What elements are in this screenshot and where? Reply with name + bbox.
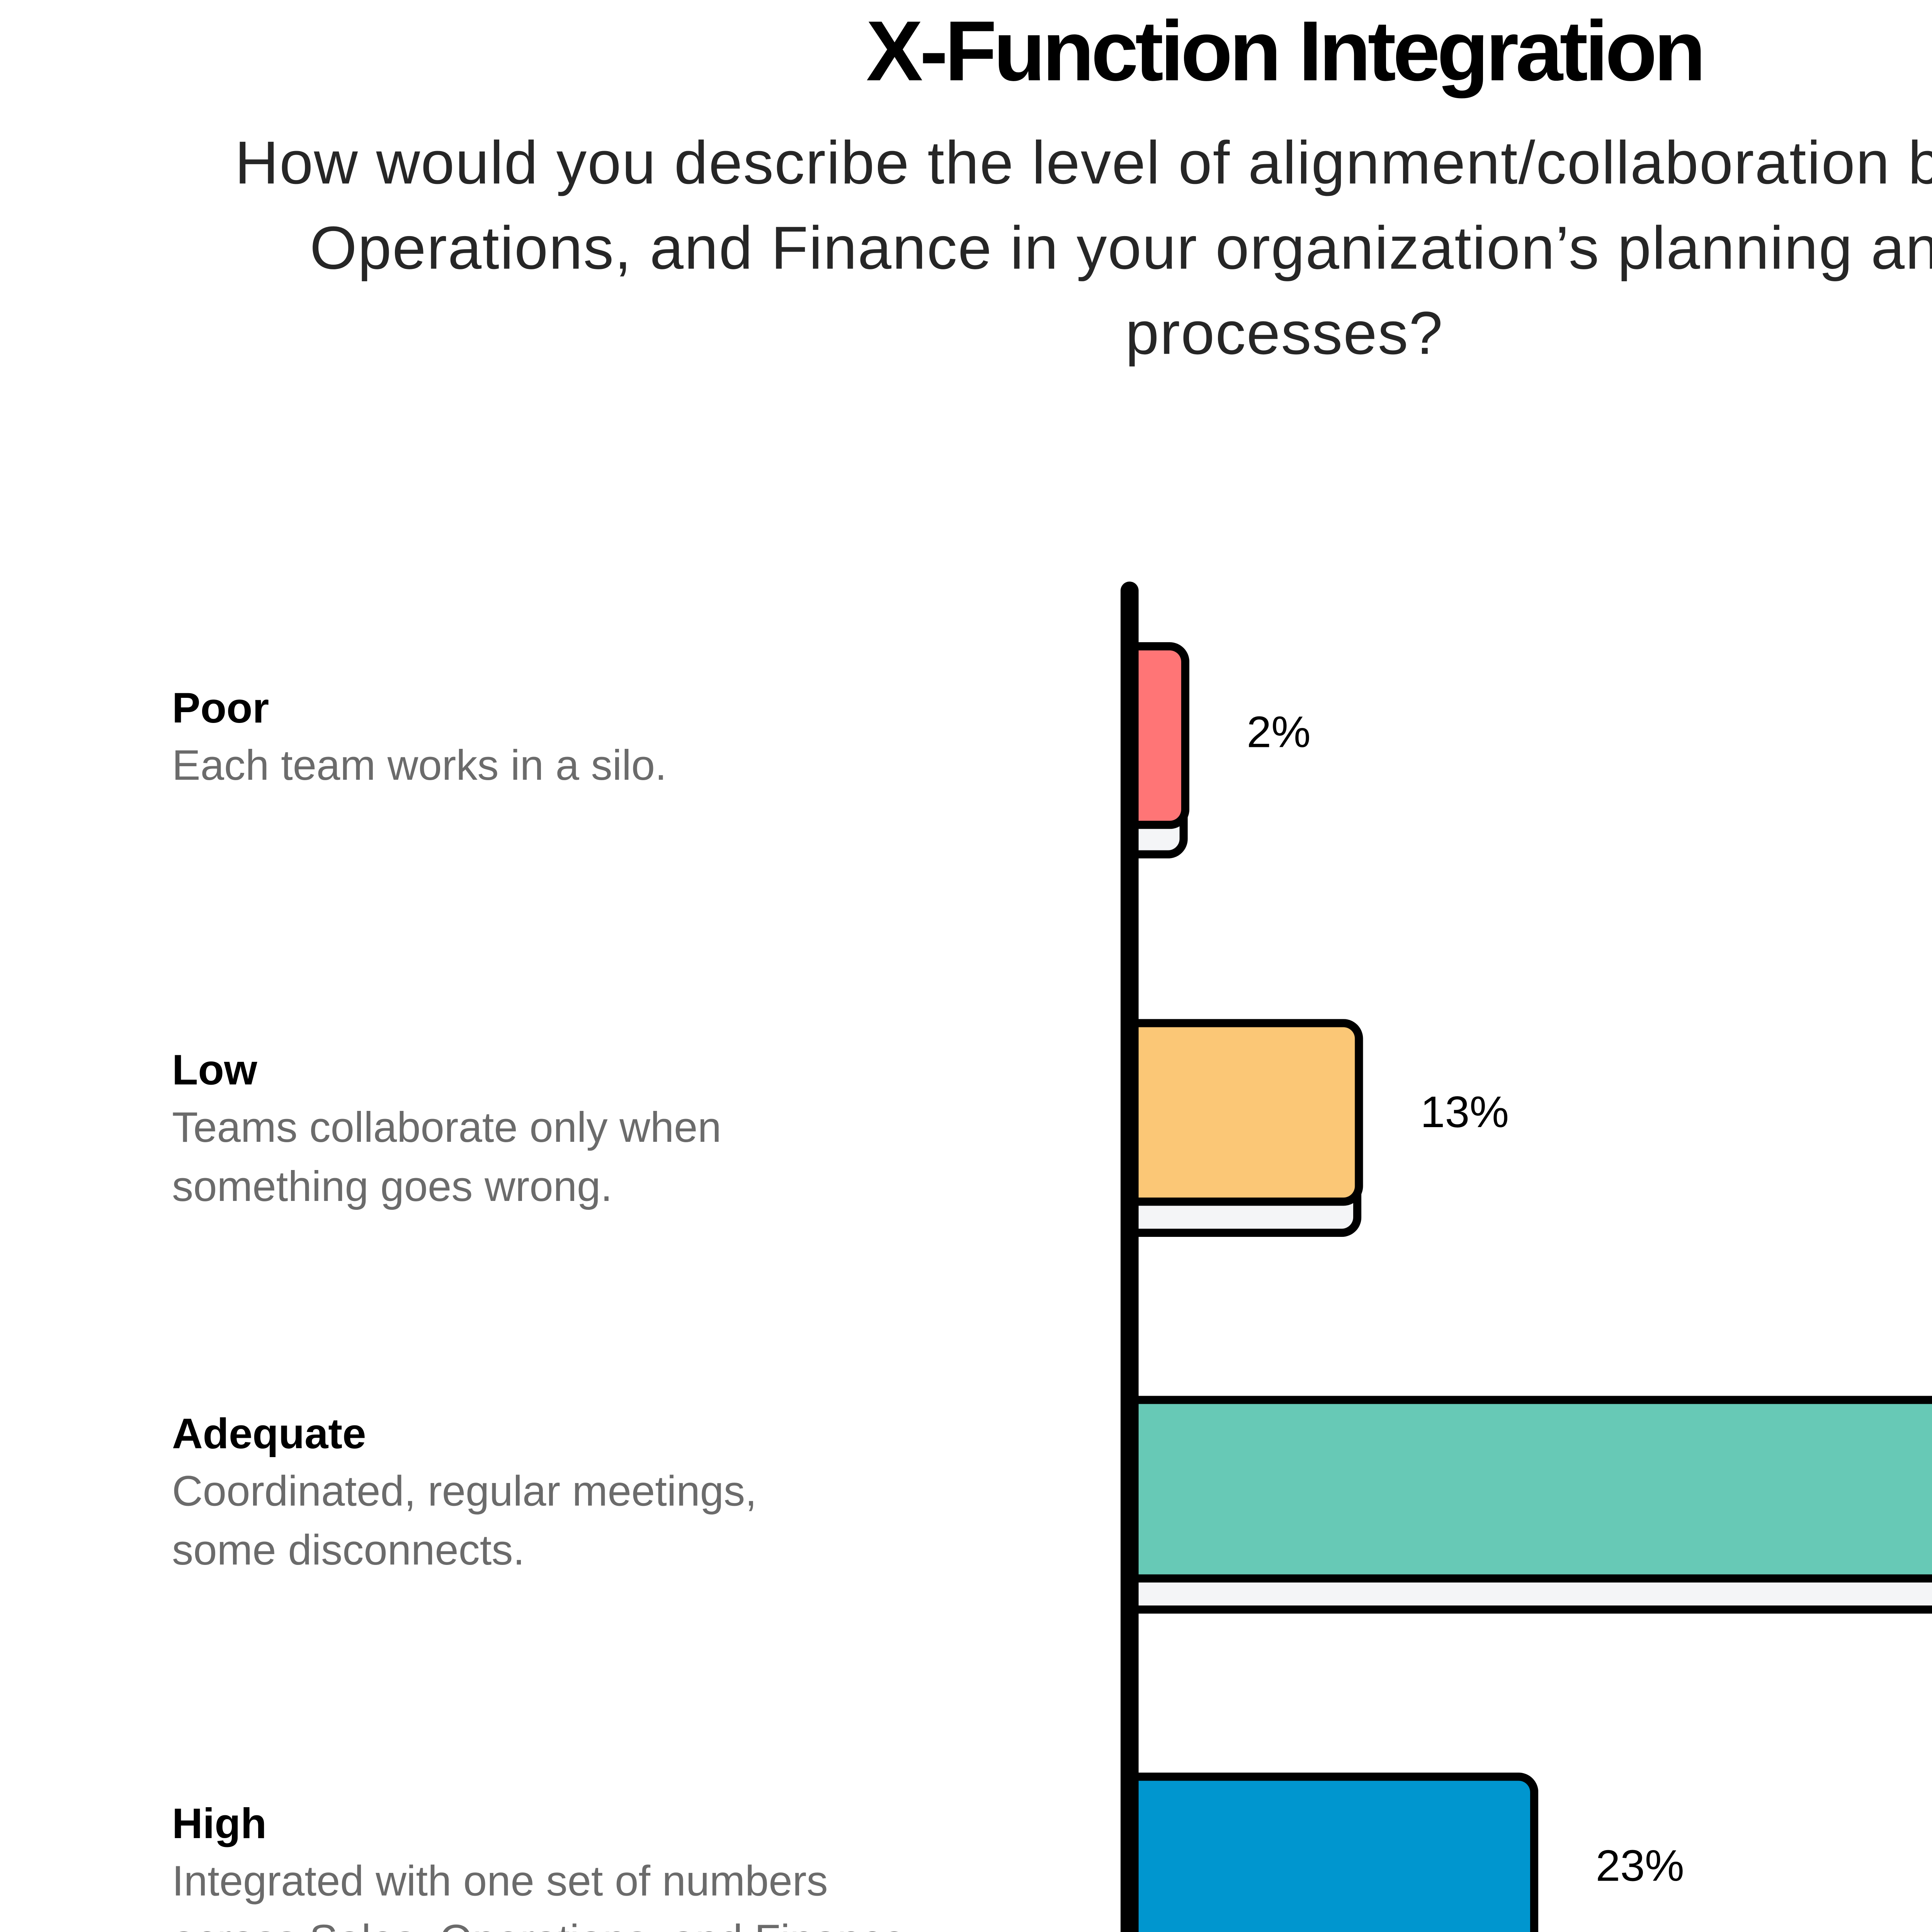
value-label-poor: 2% <box>1247 707 1311 757</box>
subtitle-line: Operations, and Finance in your organiza… <box>310 214 1932 282</box>
category-name: Poor <box>172 683 269 733</box>
bar-low <box>1130 1019 1363 1206</box>
category-label-adequate: Adequate Coordinated, regular meetings, … <box>172 1406 1089 1579</box>
category-description: across Sales, Operations, and Finance <box>172 1910 1089 1932</box>
category-label-poor: Poor Each team works in a silo. <box>172 680 1089 795</box>
value-label-high: 23% <box>1595 1841 1684 1891</box>
category-description: some disconnects. <box>172 1525 525 1575</box>
category-name: High <box>172 1799 267 1848</box>
bar-high <box>1130 1772 1539 1932</box>
category-label-high: High Integrated with one set of numbers … <box>172 1796 1089 1932</box>
subtitle-line: processes? <box>1125 299 1444 367</box>
category-name: Adequate <box>172 1409 366 1458</box>
value-label-low: 13% <box>1420 1088 1509 1137</box>
subtitle-line: How would you describe the level of alig… <box>235 129 1932 197</box>
category-description: Teams collaborate only when <box>172 1102 721 1152</box>
category-name: Low <box>172 1045 257 1095</box>
chart-title: X-Function Integration <box>866 5 1706 100</box>
bar-poor <box>1130 642 1190 829</box>
category-description: something goes wrong. <box>172 1162 612 1211</box>
category-label-low: Low Teams collaborate only when somethin… <box>172 1042 1089 1216</box>
chart-subtitle: How would you describe the level of alig… <box>0 121 1932 377</box>
y-axis-line <box>1121 582 1139 1932</box>
category-description: Integrated with one set of numbers <box>172 1856 828 1905</box>
category-description: Coordinated, regular meetings, <box>172 1466 757 1515</box>
bar-adequate <box>1130 1396 1932 1583</box>
category-description: Each team works in a silo. <box>172 740 667 790</box>
